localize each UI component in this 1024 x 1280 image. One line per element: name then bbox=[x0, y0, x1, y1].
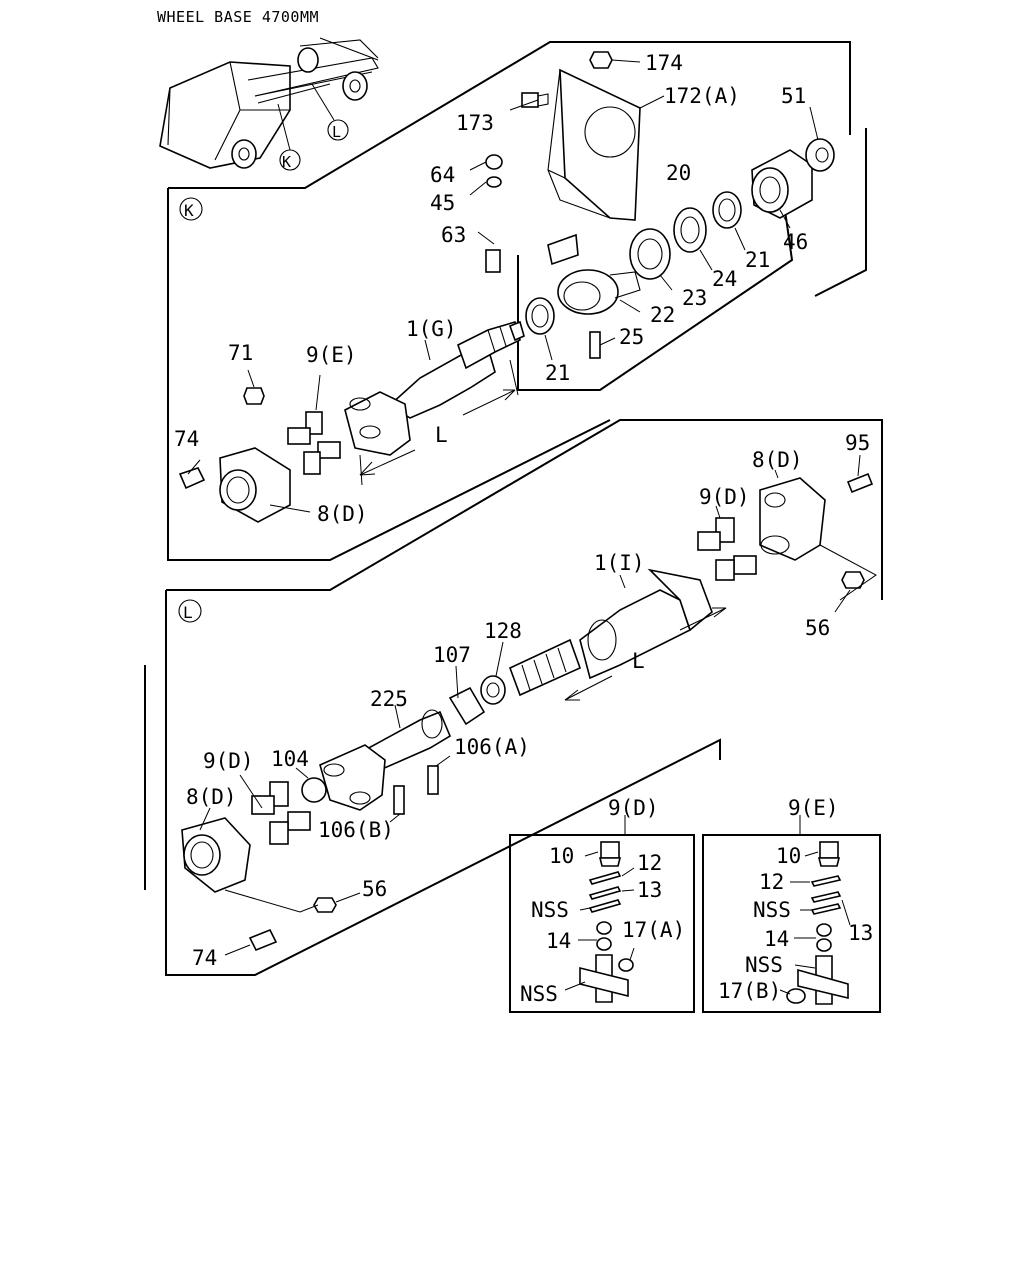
callout-64: 64 bbox=[430, 163, 455, 187]
inset-9d-callout-13: 13 bbox=[637, 878, 662, 902]
callout-56-bottom: 56 bbox=[362, 877, 387, 901]
inset-9d-callout-17a: 17(A) bbox=[622, 918, 685, 942]
truck-sketch: K L bbox=[159, 37, 379, 171]
callout-173: 173 bbox=[456, 111, 494, 135]
section-k-marker-label: K bbox=[282, 153, 291, 171]
inset-9d-callout-10: 10 bbox=[549, 844, 574, 868]
callout-95: 95 bbox=[845, 431, 870, 455]
section-k-marker bbox=[279, 149, 301, 171]
callout-172a: 172(A) bbox=[664, 84, 740, 108]
callout-8d-bottom: 8(D) bbox=[186, 785, 237, 809]
callout-9e: 9(E) bbox=[306, 343, 357, 367]
inset-9e-nss-2: NSS bbox=[745, 953, 783, 977]
callout-107: 107 bbox=[433, 643, 471, 667]
inset-9e-callout-14: 14 bbox=[764, 927, 789, 951]
callout-8d-right: 8(D) bbox=[752, 448, 803, 472]
callout-1g: 1(G) bbox=[406, 317, 457, 341]
callout-104: 104 bbox=[271, 747, 309, 771]
dimension-l-k: L bbox=[435, 423, 448, 447]
section-l-label: L bbox=[183, 603, 193, 622]
section-k-parts bbox=[178, 51, 835, 523]
callout-174: 174 bbox=[645, 51, 683, 75]
callout-9d-bottom: 9(D) bbox=[203, 749, 254, 773]
callout-106a: 106(A) bbox=[454, 735, 530, 759]
callout-1i: 1(I) bbox=[594, 551, 645, 575]
inset-9e-nss-1: NSS bbox=[753, 898, 791, 922]
callout-45: 45 bbox=[430, 191, 455, 215]
inset-9e-callout-17b: 17(B) bbox=[718, 979, 781, 1003]
callout-24: 24 bbox=[712, 267, 737, 291]
callout-23: 23 bbox=[682, 286, 707, 310]
inset-9d-nss-1: NSS bbox=[531, 898, 569, 922]
inset-9d-callout-14: 14 bbox=[546, 929, 571, 953]
callout-71: 71 bbox=[228, 341, 253, 365]
inset-9e-callout-10: 10 bbox=[776, 844, 801, 868]
inset-9d-title: 9(D) bbox=[608, 796, 659, 820]
callout-74-bottom: 74 bbox=[192, 946, 217, 970]
callout-22: 22 bbox=[650, 303, 675, 327]
callout-21-left: 21 bbox=[545, 361, 570, 385]
inset-9e bbox=[702, 815, 881, 1013]
callout-20: 20 bbox=[666, 161, 691, 185]
callout-46: 46 bbox=[783, 230, 808, 254]
section-l-parts bbox=[181, 454, 877, 956]
inset-9d-nss-2: NSS bbox=[520, 982, 558, 1006]
callout-56-top: 56 bbox=[805, 616, 830, 640]
callout-63: 63 bbox=[441, 223, 466, 247]
callout-51: 51 bbox=[781, 84, 806, 108]
inset-9d bbox=[509, 815, 695, 1013]
callout-128: 128 bbox=[484, 619, 522, 643]
section-k-label-circle bbox=[179, 197, 203, 221]
inset-9d-callout-12: 12 bbox=[637, 851, 662, 875]
callout-106b: 106(B) bbox=[318, 818, 394, 842]
inset-9e-callout-12: 12 bbox=[759, 870, 784, 894]
inset-9e-callout-13: 13 bbox=[848, 921, 873, 945]
section-k-frame: K bbox=[167, 41, 867, 561]
callout-74-top: 74 bbox=[174, 427, 199, 451]
callout-8d-left: 8(D) bbox=[317, 502, 368, 526]
callout-225: 225 bbox=[370, 687, 408, 711]
callout-25: 25 bbox=[619, 325, 644, 349]
dimension-l-l: L bbox=[632, 649, 645, 673]
inset-9e-title: 9(E) bbox=[788, 796, 839, 820]
callout-21-right: 21 bbox=[745, 248, 770, 272]
section-l-marker bbox=[327, 119, 349, 141]
section-l-label-circle bbox=[178, 599, 202, 623]
section-l-frame: L bbox=[144, 419, 883, 976]
section-k-label: K bbox=[184, 201, 194, 220]
section-l-marker-label: L bbox=[332, 123, 341, 141]
diagram-title: WHEEL BASE 4700MM bbox=[157, 8, 319, 26]
callout-9d-top: 9(D) bbox=[699, 485, 750, 509]
